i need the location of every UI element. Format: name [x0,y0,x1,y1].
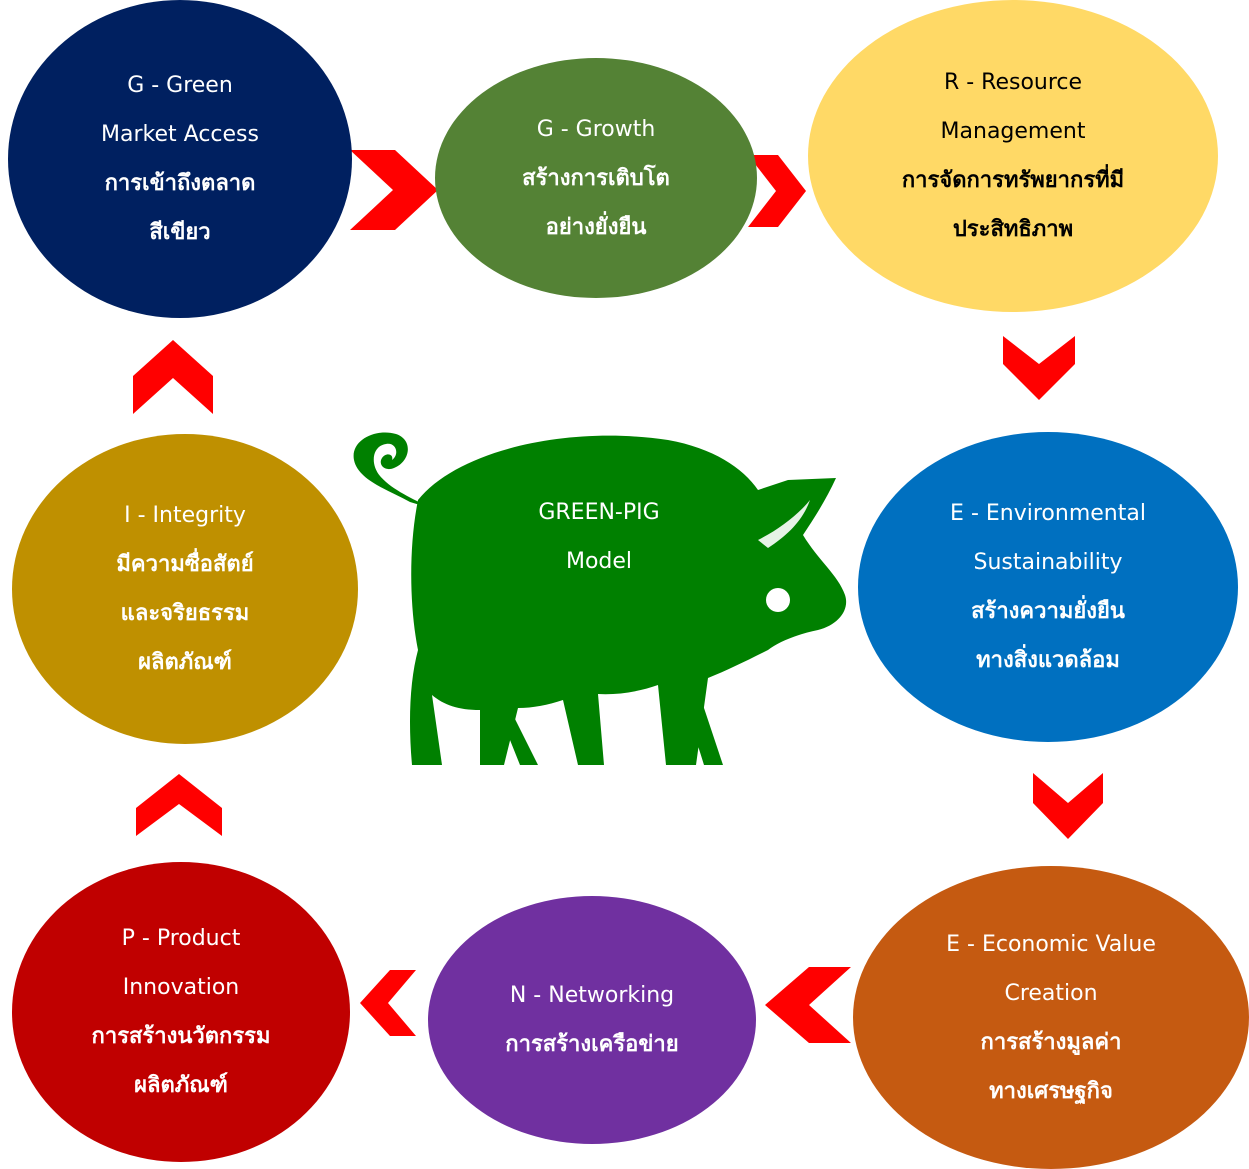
center-title-line-2: Model [565,549,633,574]
arrow-up-2 [133,340,213,414]
node-product-innovation: P - Product Innovation การสร้างนวัตกรรม … [12,862,350,1162]
node-line: E - Environmental [950,501,1146,526]
node-line: E - Economic Value [946,931,1156,957]
center-title-line-1: GREEN-PIG [538,500,660,525]
node-environmental-sustainability: E - Environmental Sustainability สร้างคว… [858,432,1238,742]
node-line: I - Integrity [124,503,246,528]
node-line: อย่างยั่งยืน [545,214,647,240]
arrow-right-1 [350,150,438,230]
arrow-right-2 [748,155,806,227]
node-line: มีความซื่อสัตย์ [116,552,254,577]
node-growth: G - Growth สร้างการเติบโต อย่างยั่งยืน [435,58,757,298]
node-line: ทางสิ่งแวดล้อม [976,648,1120,673]
node-resource-management: R - Resource Management การจัดการทรัพยาก… [808,0,1218,312]
node-line: การสร้างมูลค่า [980,1029,1122,1055]
node-line: R - Resource [943,70,1083,95]
node-line: การสร้างเครือข่าย [505,1032,679,1057]
node-line: สร้างความยั่งยืน [971,599,1125,624]
node-line: สร้างการเติบโต [522,165,670,191]
node-line: การสร้างนวัตกรรม [91,1024,271,1049]
node-line: ทางเศรษฐกิจ [989,1078,1113,1104]
node-economic-value-creation: E - Economic Value Creation การสร้างมูลค… [853,866,1249,1169]
arrow-down-2 [1033,773,1103,839]
node-line: G - Green [127,73,233,98]
node-line: ผลิตภัณฑ์ [134,1073,228,1098]
node-integrity: I - Integrity มีความซื่อสัตย์ และจริยธรร… [12,434,358,744]
node-line: การเข้าถึงตลาด [104,171,256,196]
arrow-up-1 [136,774,222,836]
node-line: สีเขียว [149,220,211,245]
node-line: N - Networking [509,983,675,1008]
arrow-down-1 [1003,336,1075,400]
node-line: ประสิทธิภาพ [952,217,1074,242]
node-line: P - Product [121,926,241,951]
node-line: G - Growth [536,116,656,142]
node-line: Management [940,119,1086,144]
pig-icon [353,432,847,765]
node-line: Market Access [101,122,259,147]
node-line: Sustainability [973,550,1123,575]
arrow-left-1 [765,967,851,1043]
node-green-market-access: G - Green Market Access การเข้าถึงตลาด ส… [8,0,352,318]
node-line: Creation [1004,980,1098,1006]
node-line: Innovation [122,975,240,1000]
node-line: ผลิตภัณฑ์ [138,650,232,675]
node-networking: N - Networking การสร้างเครือข่าย [428,896,756,1144]
node-line: การจัดการทรัพยากรที่มี [901,168,1125,193]
pig-silhouette: GREEN-PIG Model [348,420,850,770]
arrow-left-2 [360,970,416,1036]
node-line: และจริยธรรม [120,601,250,626]
